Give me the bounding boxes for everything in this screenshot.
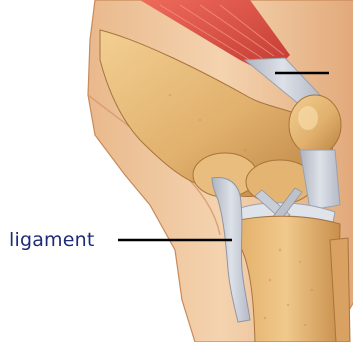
patella-highlight [298,106,318,130]
ligament-label: ligament [9,231,95,250]
